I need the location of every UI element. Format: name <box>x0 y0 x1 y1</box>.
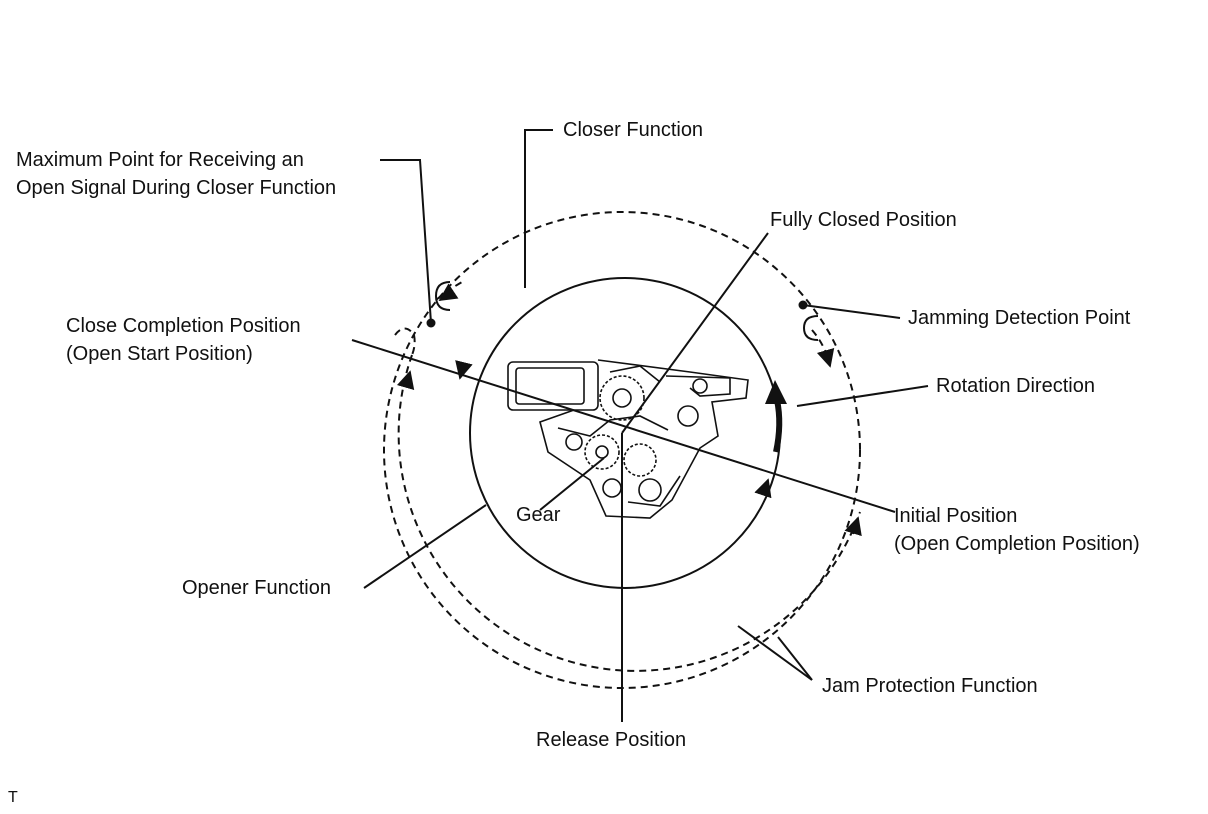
gear-leader <box>539 457 605 511</box>
label-max-open-signal-point: Maximum Point for Receiving an Open Sign… <box>16 146 336 202</box>
jamming-arc-arrow-icon <box>816 347 835 368</box>
sector-gear-icon <box>584 434 620 470</box>
label-gear: Gear <box>516 504 561 526</box>
label-initial-position: Initial Position (Open Completion Positi… <box>894 502 1140 558</box>
label-close-completion-line-1: Close Completion Position <box>66 315 301 337</box>
jamming-detection-leader <box>802 304 901 319</box>
close-completion-arrow-icon <box>396 370 415 391</box>
rotation-direction-arrow-icon <box>765 380 787 453</box>
direction-arrows <box>396 281 862 537</box>
motor-body <box>507 361 599 411</box>
label-rotation-direction: Rotation Direction <box>936 375 1095 397</box>
inner-dashed-arc <box>397 354 861 672</box>
label-initial-position-line-1: Initial Position <box>894 505 1018 527</box>
mechanism-circle <box>469 277 781 589</box>
max-point-leader <box>380 159 432 324</box>
opener-function-leader <box>363 504 487 589</box>
label-closer-function: Closer Function <box>563 119 704 141</box>
fully-closed-line <box>621 232 769 434</box>
opener-arrow-icon <box>754 478 772 499</box>
close-completion-line <box>351 339 896 513</box>
label-jamming-detection-point: Jamming Detection Point <box>908 307 1131 329</box>
corner-mark: T <box>8 789 18 806</box>
label-close-completion-position: Close Completion Position (Open Start Po… <box>66 312 301 368</box>
max-point-arc-arrow-icon <box>438 283 459 301</box>
label-max-open-signal-line-1: Maximum Point for Receiving an <box>16 149 304 171</box>
closer-function-leader <box>524 129 553 288</box>
label-max-open-signal-line-2: Open Signal During Closer Function <box>16 177 337 199</box>
jam-protection-leader-1 <box>737 625 813 681</box>
rotation-direction-leader <box>796 385 929 407</box>
close-completion-dashed-loop <box>394 327 416 356</box>
jamming-reverse-icon <box>802 315 819 341</box>
label-initial-position-line-2: (Open Completion Position) <box>894 533 1140 555</box>
closer-arrow-icon <box>455 360 473 380</box>
max-point-reverse-icon <box>434 281 451 311</box>
label-close-completion-line-2: (Open Start Position) <box>66 343 253 365</box>
label-fully-closed-position: Fully Closed Position <box>770 209 957 231</box>
label-opener-function: Opener Function <box>182 577 331 599</box>
outer-arc-arrow-icon <box>844 516 862 537</box>
max-point-dot <box>426 318 436 328</box>
jamming-detection-dot <box>798 300 808 310</box>
gear-mechanism <box>507 359 749 519</box>
drive-gear-icon <box>599 375 645 421</box>
label-jam-protection-function: Jam Protection Function <box>822 675 1038 697</box>
jam-protection-leader-2 <box>777 636 813 681</box>
housing-outline <box>539 359 749 519</box>
leader-lines <box>351 129 929 722</box>
label-release-position: Release Position <box>536 729 687 751</box>
output-gear-icon <box>623 443 657 477</box>
